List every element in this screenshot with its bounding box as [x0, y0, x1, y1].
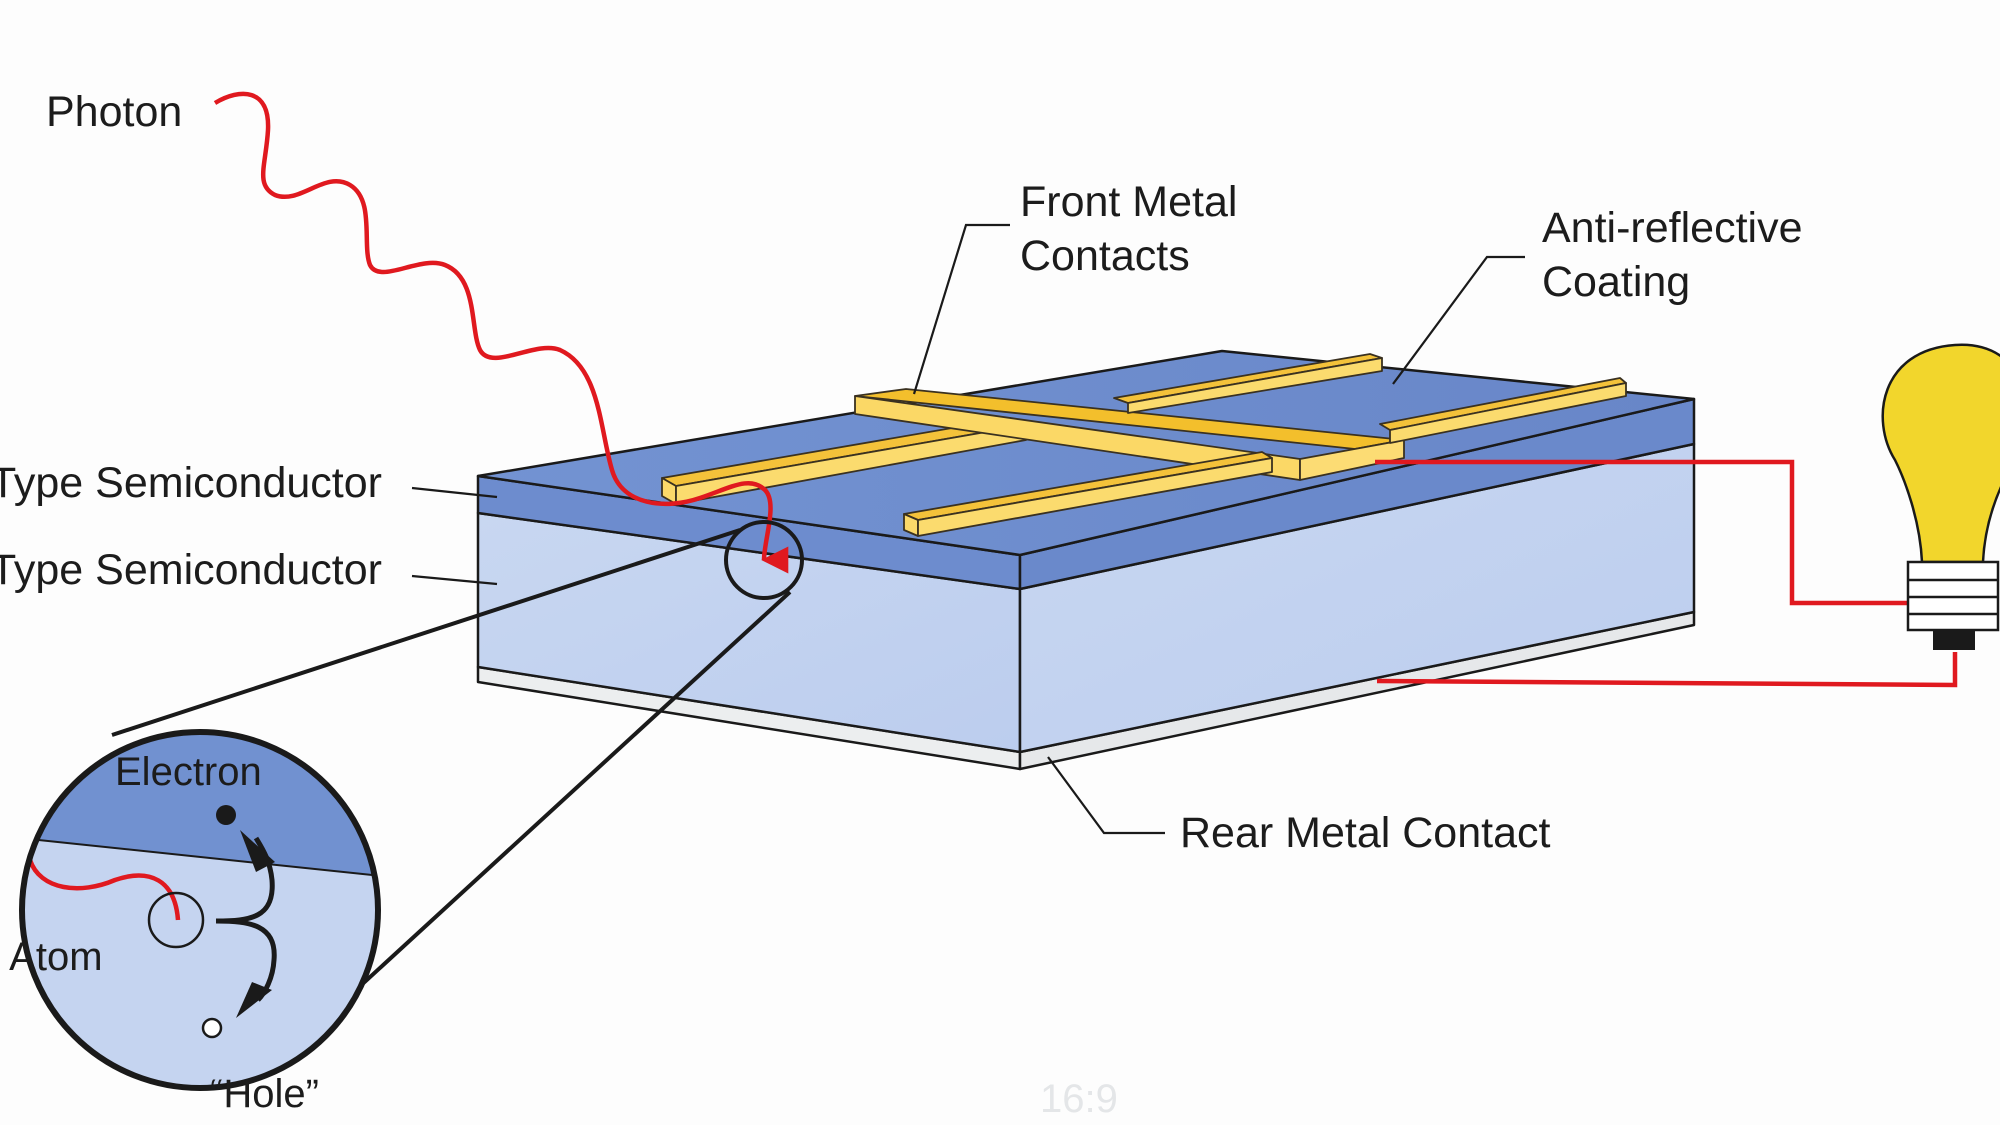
- contact-finger-4-side: [1389, 382, 1627, 444]
- arrow-down-to-hole-icon: [236, 982, 272, 1018]
- hole-dot-icon: [201, 1017, 223, 1039]
- label-electron: Electron: [115, 750, 262, 794]
- magnifier-line-lower: [343, 590, 792, 1002]
- label-photon: Photon: [46, 88, 182, 136]
- watermark-aspect-ratio: 16:9: [1040, 1077, 1118, 1121]
- circuit-wires: [1375, 459, 1958, 688]
- electron-dot-icon: [216, 805, 236, 825]
- photon-wave: [213, 91, 789, 574]
- label-anti-reflective-2: Coating: [1542, 258, 1690, 306]
- inset-junction-line: [22, 835, 378, 881]
- atom-icon: [147, 891, 205, 949]
- label-p-type: Type Semiconductor: [0, 546, 382, 594]
- label-hole: “Hole”: [210, 1072, 319, 1116]
- bulb-base: [1906, 560, 2000, 632]
- arrow-up-to-electron-icon: [240, 830, 275, 872]
- bulb-contact: [1933, 630, 1975, 650]
- label-n-type: Type Semiconductor: [0, 459, 382, 507]
- magnifier-line-upper: [111, 528, 741, 737]
- leader-anti-reflective: [1392, 255, 1525, 385]
- label-rear-contact: Rear Metal Contact: [1180, 809, 1550, 857]
- wire-front-contact-to-bulb: [1375, 459, 1910, 606]
- leader-n-type: [411, 486, 498, 499]
- inset-border: [19, 729, 381, 1091]
- contact-busbar-end: [1299, 439, 1405, 481]
- magnified-junction-inset: [19, 729, 381, 1091]
- contact-finger-3-side: [1127, 357, 1383, 414]
- anti-reflective-coating-top: [476, 349, 1696, 557]
- label-front-contacts-1: Front Metal: [1020, 178, 1237, 226]
- bulb-glass: [1881, 343, 2000, 564]
- label-atom: n Atom: [0, 935, 103, 979]
- contact-finger-2-side: [917, 457, 1273, 537]
- leader-rear-contact: [1047, 756, 1165, 835]
- leader-front-contacts: [912, 223, 1010, 395]
- junction-magnifier-ring: [724, 520, 804, 600]
- label-front-contacts-2: Contacts: [1020, 232, 1190, 280]
- wire-rear-contact-to-bulb: [1376, 652, 1958, 688]
- leader-p-type: [411, 574, 498, 586]
- light-bulb-icon: [1881, 343, 2000, 650]
- front-metal-contacts: [661, 353, 1627, 537]
- label-anti-reflective-1: Anti-reflective: [1542, 204, 1802, 252]
